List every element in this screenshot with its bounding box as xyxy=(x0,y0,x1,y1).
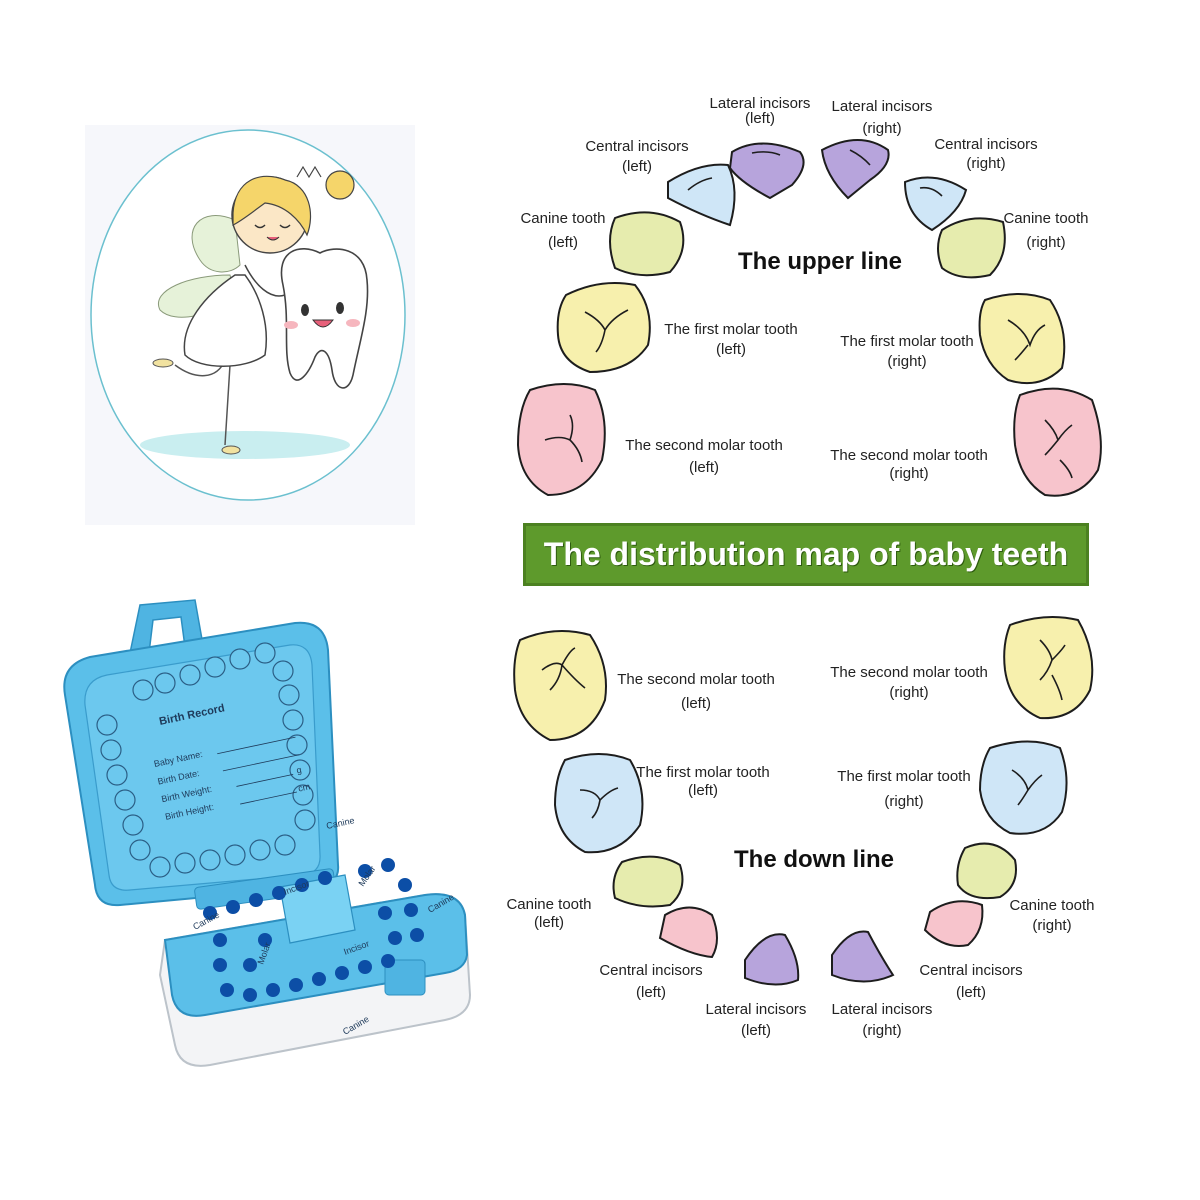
lower-central-incisor-right xyxy=(923,900,984,947)
lower-label-second-molar-left: The second molar tooth(left) xyxy=(617,671,775,712)
upper-label-canine-left: Canine tooth(left) xyxy=(520,210,606,251)
banner-text: The distribution map of baby teeth xyxy=(543,536,1069,572)
lower-label-second-molar-right: The second molar tooth(right) xyxy=(830,664,988,701)
upper-line-heading: The upper line xyxy=(737,248,903,275)
lower-lateral-incisor-left xyxy=(744,933,800,986)
upper-central-incisor-right xyxy=(903,176,968,232)
lower-first-molar-right xyxy=(978,740,1068,835)
down-line-heading: The down line xyxy=(734,846,894,873)
distribution-banner: The distribution map of baby teeth xyxy=(523,523,1089,586)
upper-canine-left xyxy=(609,211,685,277)
upper-label-lateral-incisor-left: Lateral incisors(left) xyxy=(709,95,811,127)
upper-central-incisor-left xyxy=(667,163,736,227)
upper-label-second-molar-left: The second molar tooth(left) xyxy=(625,437,783,476)
lower-label-lateral-incisor-right: Lateral incisors(right) xyxy=(831,1001,933,1039)
upper-label-central-incisor-right: Central incisors(right) xyxy=(934,136,1038,172)
upper-second-molar-left xyxy=(516,383,606,497)
base-holes xyxy=(203,858,424,1002)
lower-central-incisor-left xyxy=(658,906,718,959)
lower-label-first-molar-left: The first molar tooth(left) xyxy=(636,764,770,799)
upper-label-central-incisor-left: Central incisors(left) xyxy=(585,138,689,175)
upper-first-molar-right xyxy=(978,293,1066,384)
upper-label-canine-right: Canine tooth(right) xyxy=(1003,210,1089,251)
tooth-fairy-illustration xyxy=(85,125,415,525)
lid-rings xyxy=(96,642,316,878)
lower-label-first-molar-right: The first molar tooth(right) xyxy=(837,768,971,810)
lower-second-molar-left xyxy=(513,630,607,742)
lower-label-canine-right: Canine tooth(right) xyxy=(1009,897,1095,934)
lower-label-central-incisor-right: Central incisors(left) xyxy=(919,962,1023,1001)
lower-lateral-incisor-right xyxy=(831,930,895,983)
tooth-box-photo: Birth Record Baby Name: Birth Date: Birt… xyxy=(63,599,472,1067)
upper-label-first-molar-right: The first molar tooth(right) xyxy=(840,333,974,370)
lower-canine-right xyxy=(956,842,1017,900)
upper-canine-right xyxy=(937,217,1006,279)
lower-canine-left xyxy=(612,855,684,908)
upper-second-molar-right xyxy=(1013,387,1102,497)
lower-label-canine-left: Canine tooth(left) xyxy=(506,896,592,931)
upper-lateral-incisor-left xyxy=(728,142,805,200)
upper-label-first-molar-left: The first molar tooth(left) xyxy=(664,321,798,358)
upper-label-lateral-incisor-right: Lateral incisors(right) xyxy=(831,98,933,137)
box-unit-g: g xyxy=(295,765,302,776)
upper-label-second-molar-right: The second molar tooth(right) xyxy=(830,447,988,482)
box-unit-cm: cm xyxy=(297,781,311,793)
lower-label-lateral-incisor-left: Lateral incisors(left) xyxy=(705,1001,807,1039)
lower-label-central-incisor-left: Central incisors(left) xyxy=(599,962,703,1001)
upper-lateral-incisor-right xyxy=(820,139,890,200)
